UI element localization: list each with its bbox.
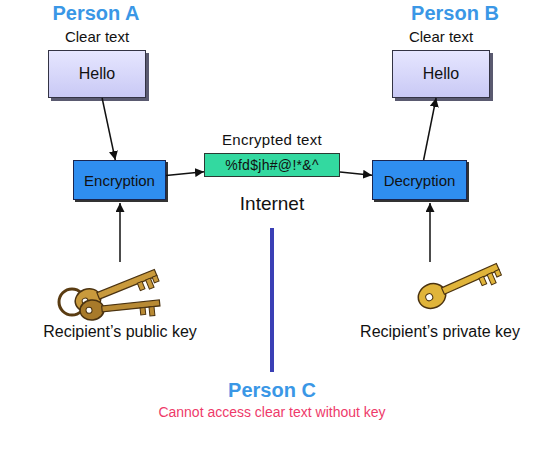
network-line [270, 228, 274, 372]
encryption-box: Encryption [73, 160, 166, 200]
box-text: Encryption [84, 172, 155, 189]
note-text: Cannot access clear text without key [112, 404, 432, 420]
flow-arrow [166, 172, 204, 176]
person-heading: Person B [295, 2, 544, 25]
box-heading: Clear text [333, 28, 544, 45]
flow-arrow [424, 98, 437, 160]
person-heading: Person A [0, 2, 256, 25]
key-label: Recipient’s public key [0, 323, 280, 341]
key-icon [414, 256, 503, 315]
decryption-box: Decryption [372, 160, 467, 200]
ciphertext-box: Encrypted text%fd$jh#@!*&^ [204, 153, 340, 177]
key-label: Recipient’s private key [280, 323, 544, 341]
box-text: Hello [423, 65, 459, 83]
network-label: Internet [112, 193, 432, 215]
keyring-icon [59, 262, 161, 323]
box-text: %fd$jh#@!*&^ [225, 157, 319, 173]
box-heading: Encrypted text [145, 131, 399, 148]
clear-text-box: Clear textHello [48, 50, 146, 98]
clear-text-box: Clear textHello [392, 50, 490, 98]
person-heading: Person C [112, 379, 432, 402]
box-text: Hello [79, 65, 115, 83]
flow-arrow [340, 172, 372, 175]
flow-arrow [102, 98, 115, 160]
box-text: Decryption [384, 172, 456, 189]
box-heading: Clear text [0, 28, 205, 45]
